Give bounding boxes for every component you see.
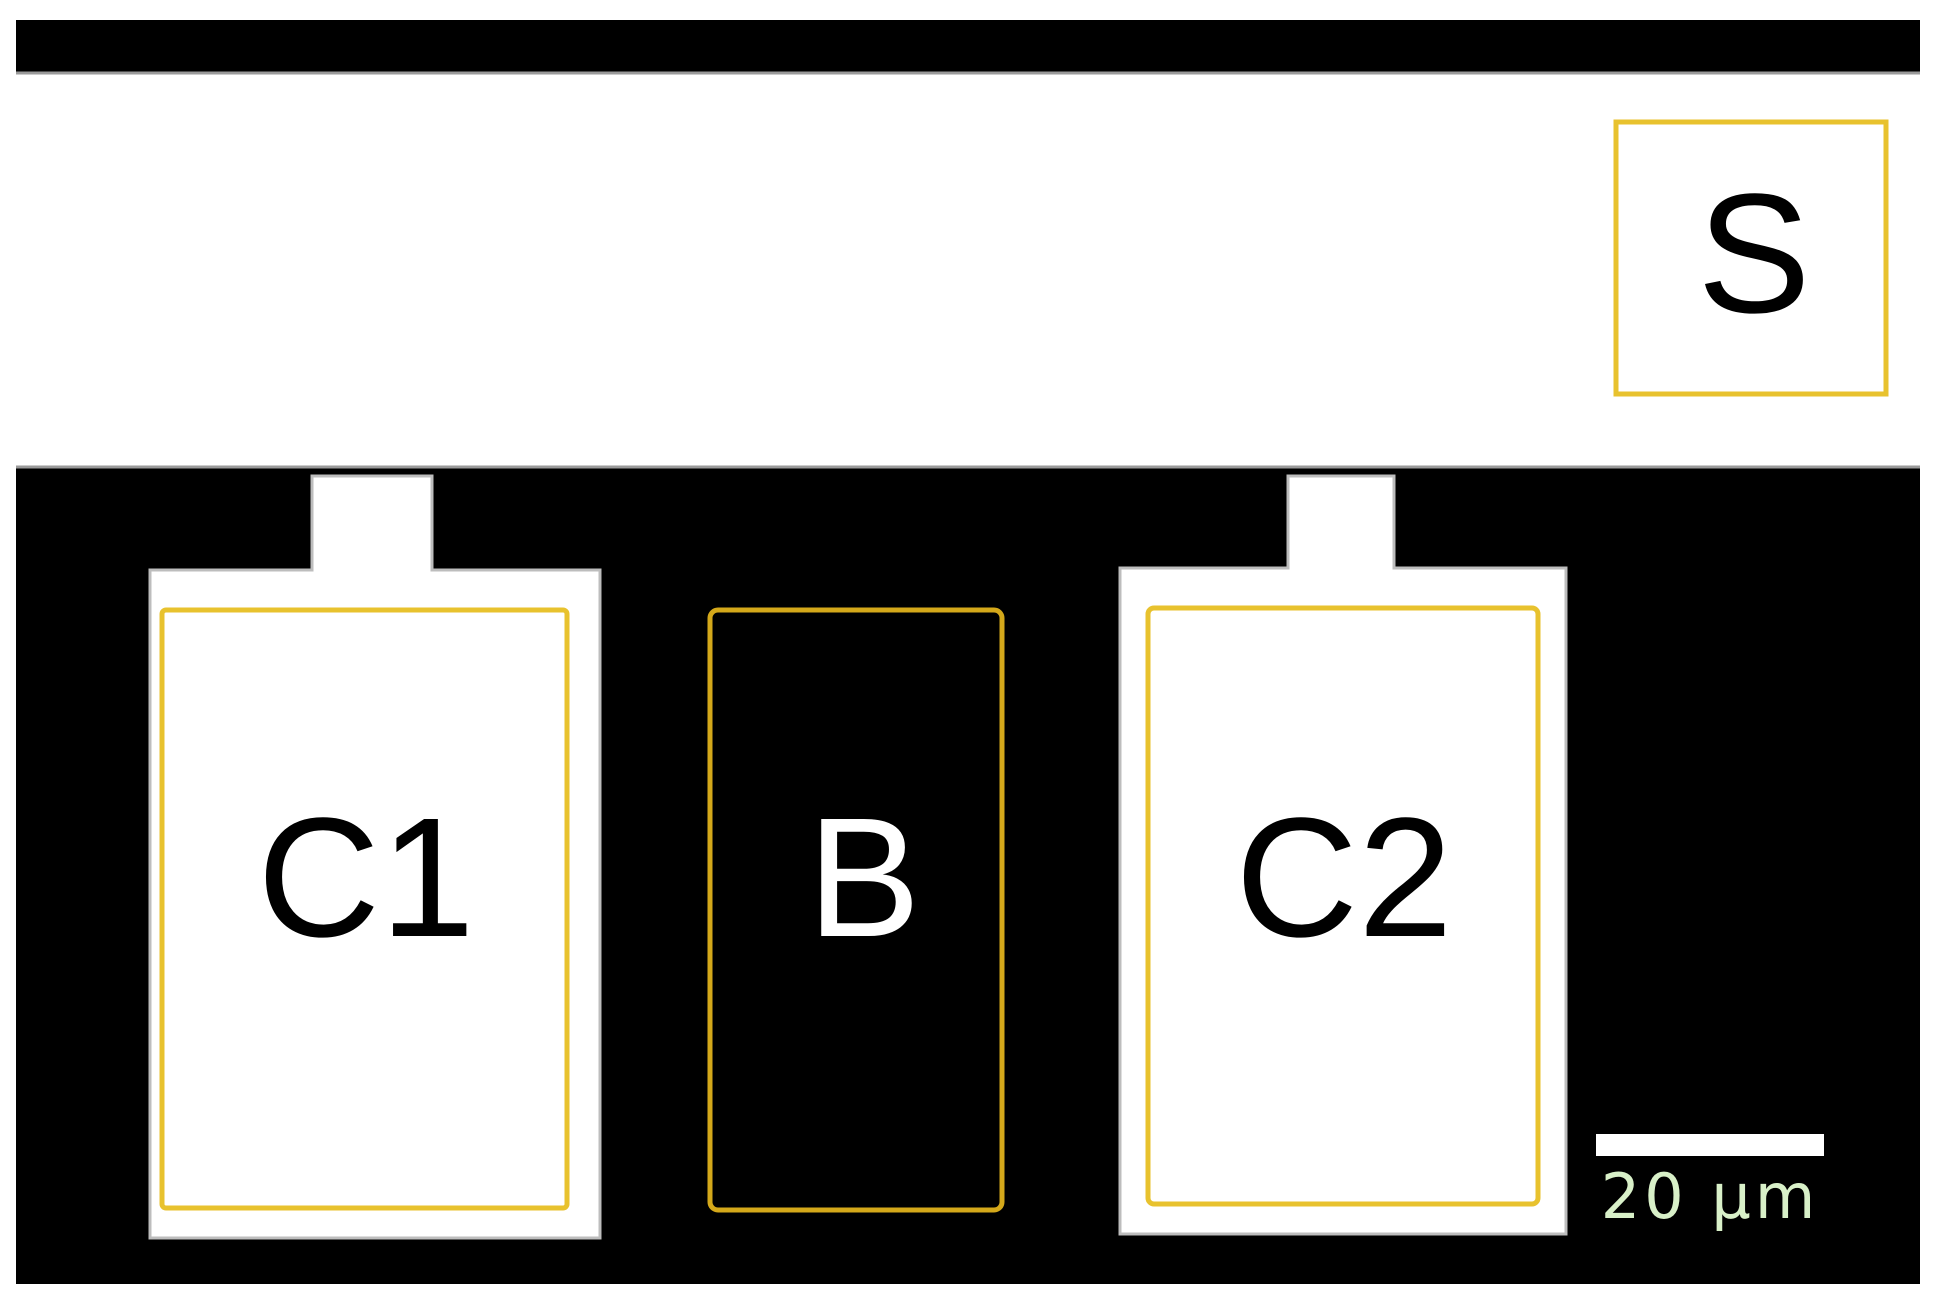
roi-c2-outline [1145, 605, 1541, 1207]
roi-c1-outline [159, 607, 570, 1211]
roi-b-outline [707, 607, 1005, 1213]
label-b: B [807, 783, 920, 973]
c1-structure [148, 474, 602, 1240]
top-dark-band [16, 20, 1920, 72]
c2-structure [1118, 474, 1568, 1236]
roi-s-outline [1613, 119, 1889, 397]
scale-bar-label: 20 µm [1601, 1160, 1819, 1233]
label-c1: C1 [257, 783, 474, 973]
label-c2: C2 [1235, 783, 1452, 973]
label-s: S [1697, 159, 1810, 349]
scale-bar [1596, 1134, 1824, 1156]
